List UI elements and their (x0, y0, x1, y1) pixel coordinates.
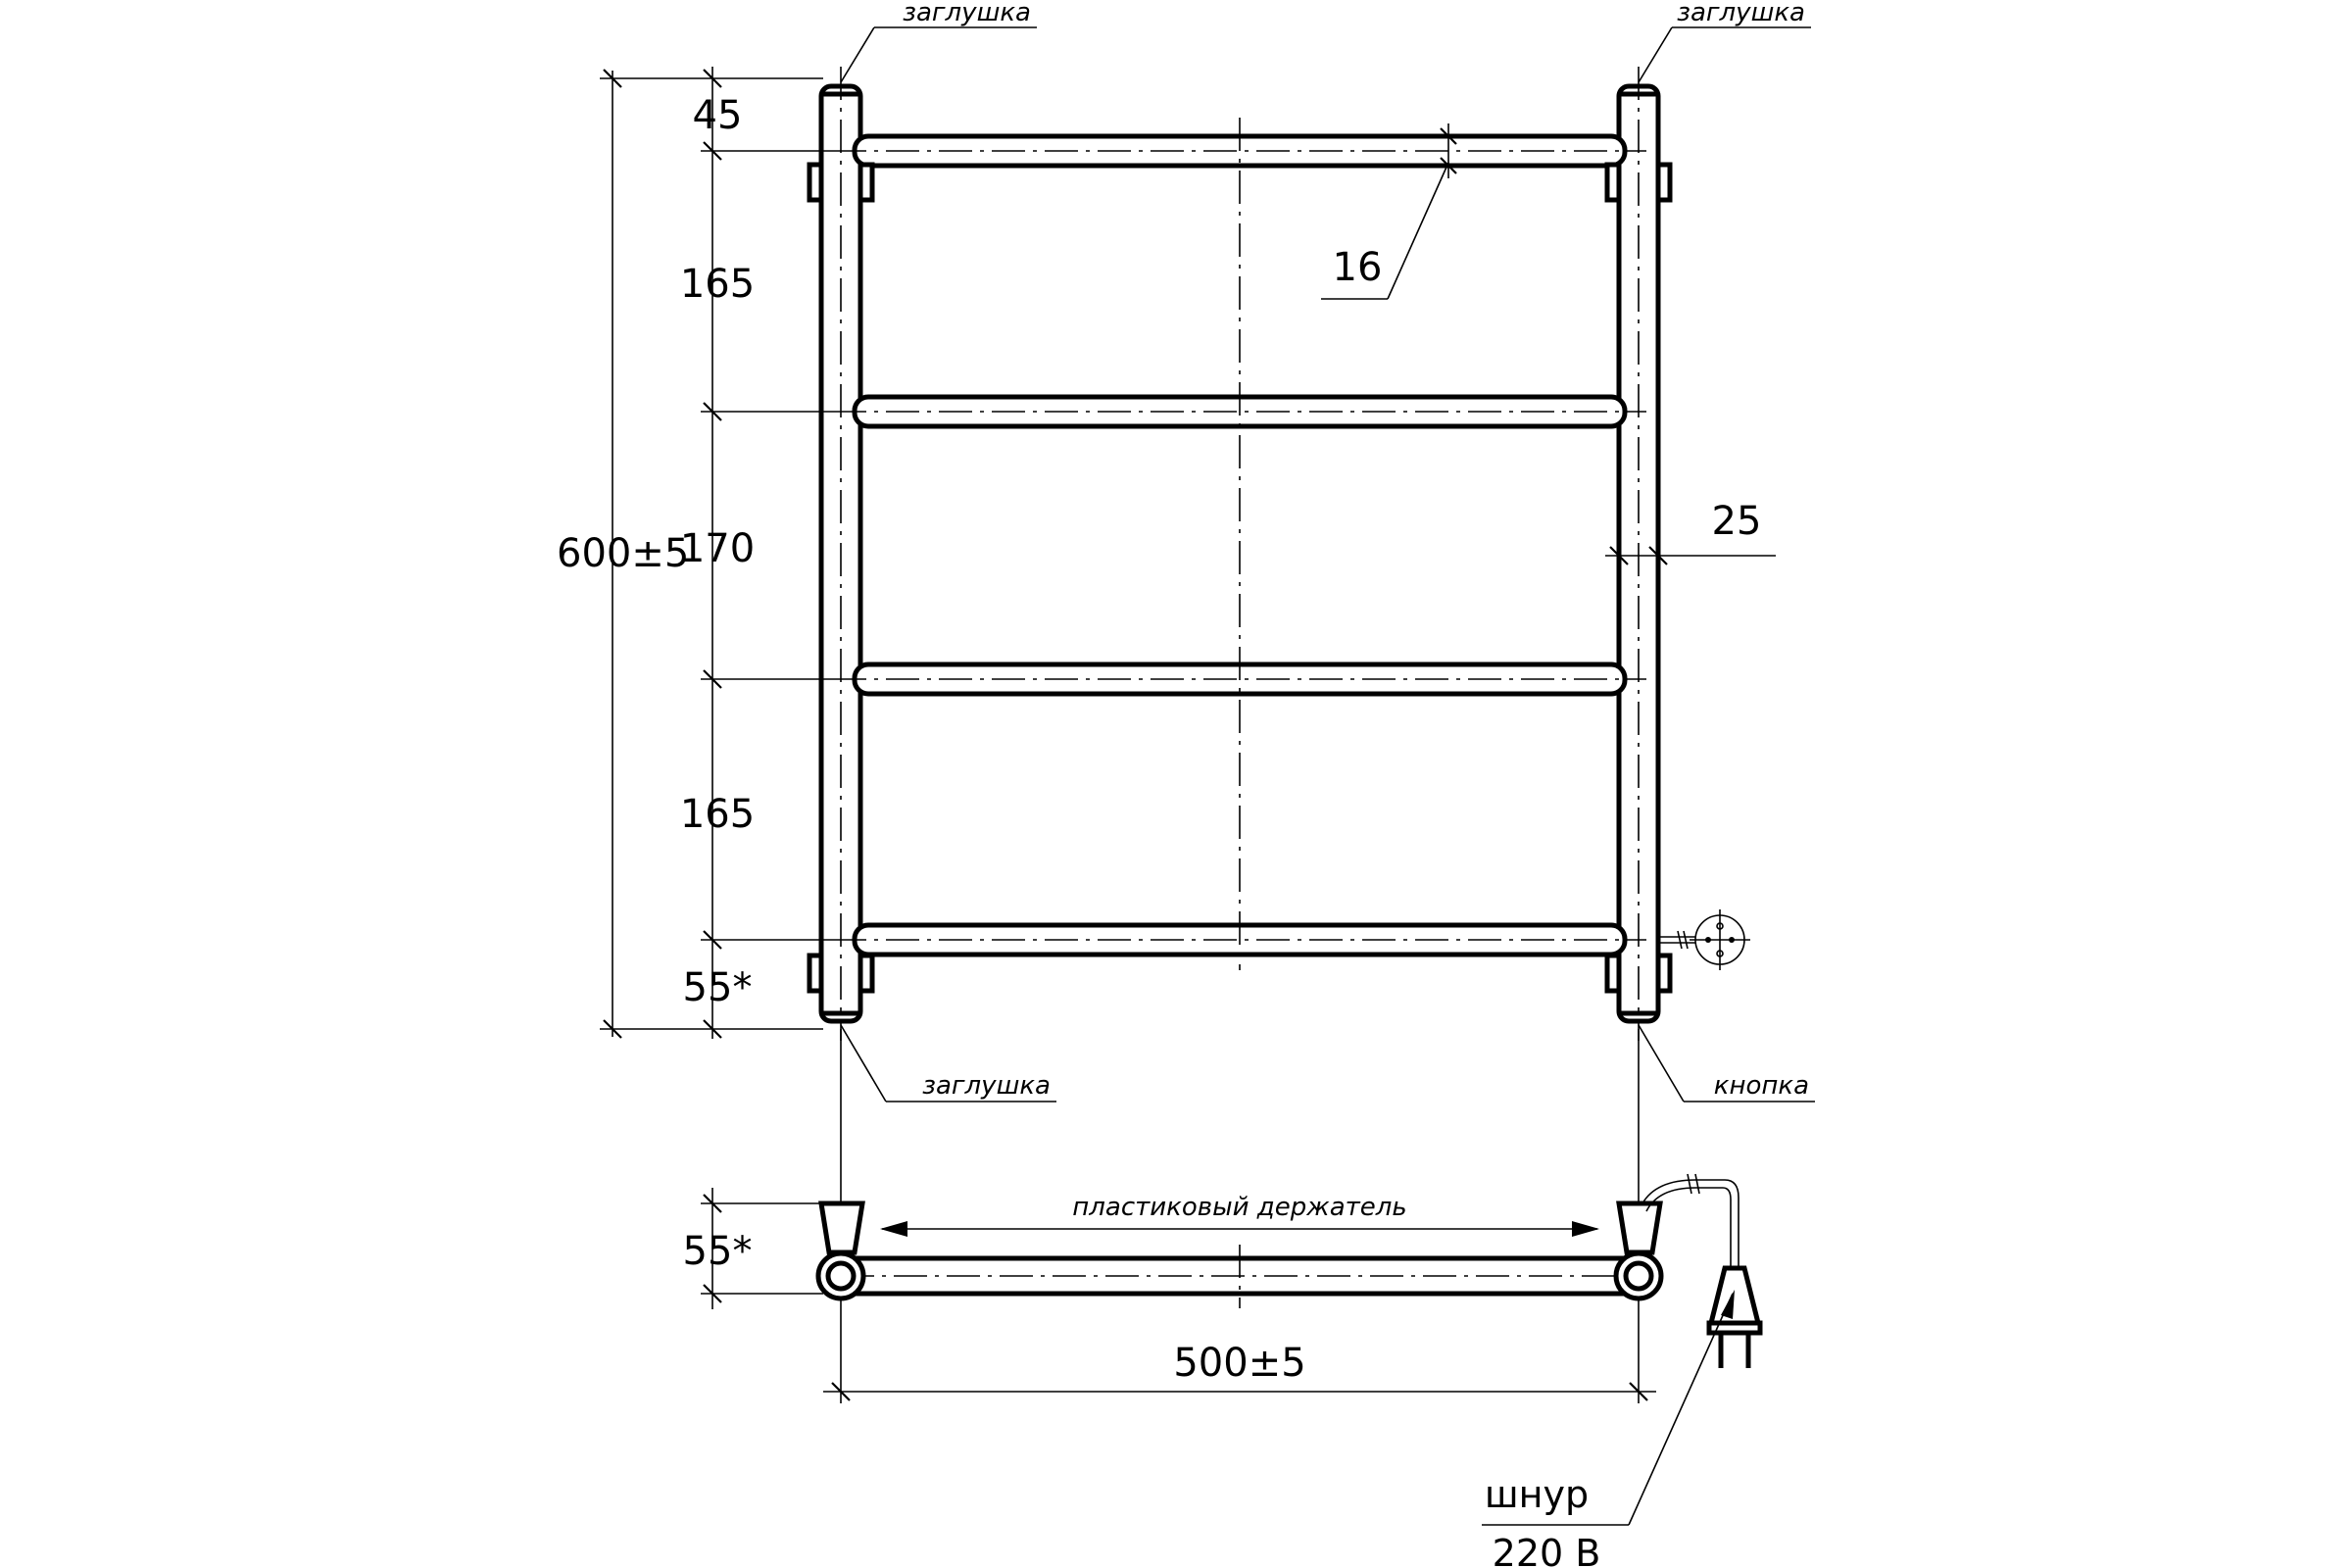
socket-symbol (1658, 909, 1750, 970)
dim-bottom-offset: 55* (683, 965, 753, 1010)
dim-span-2: 170 (680, 526, 755, 571)
label-holder: пластиковый держатель (1072, 1193, 1406, 1222)
dim-wall-offset: 55* (683, 1229, 753, 1274)
dim-bar-diameter: 16 (1333, 245, 1383, 290)
front-view (807, 67, 1750, 1041)
label-plug-top-left: заглушка (903, 0, 1031, 27)
label-plug-top-right: заглушка (1677, 0, 1805, 27)
bracket-left-bottom-inner (858, 953, 875, 994)
dim-span-3: 165 (680, 792, 755, 837)
bracket-left-bottom-outer (807, 953, 824, 994)
dim-top-offset: 45 (693, 93, 743, 138)
dim-total-height: 600±5 (557, 531, 689, 576)
bracket-left-top-inner (858, 162, 875, 203)
callouts: заглушка заглушка заглушка кнопка (840, 0, 1815, 1102)
bracket-right-top-inner (1604, 162, 1622, 203)
post-right-top-inner (1623, 1260, 1654, 1292)
power-cord (1642, 1173, 1763, 1368)
holder-right (1616, 1200, 1663, 1255)
power-plug (1707, 1265, 1762, 1326)
bracket-right-bottom-outer (1655, 953, 1673, 994)
holder-left (818, 1200, 865, 1255)
dim-span-1: 165 (680, 262, 755, 307)
dim-width: 500±5 (1173, 1341, 1305, 1386)
label-voltage: 220 В (1493, 1532, 1601, 1568)
label-plug-bottom-left: заглушка (922, 1071, 1051, 1101)
front-dimensions: 600±5 45 165 170 165 55* 16 25 (557, 67, 1776, 1039)
bracket-right-bottom-inner (1604, 953, 1622, 994)
top-view: пластиковый держатель 55* 500±5 шнур 22 (683, 1173, 1763, 1568)
label-cord: шнур (1485, 1473, 1589, 1516)
post-left-top-inner (825, 1260, 857, 1292)
label-button: кнопка (1714, 1071, 1809, 1101)
bracket-right-top-outer (1655, 162, 1673, 203)
bracket-left-top-outer (807, 162, 824, 203)
dim-post-diameter: 25 (1712, 499, 1762, 544)
